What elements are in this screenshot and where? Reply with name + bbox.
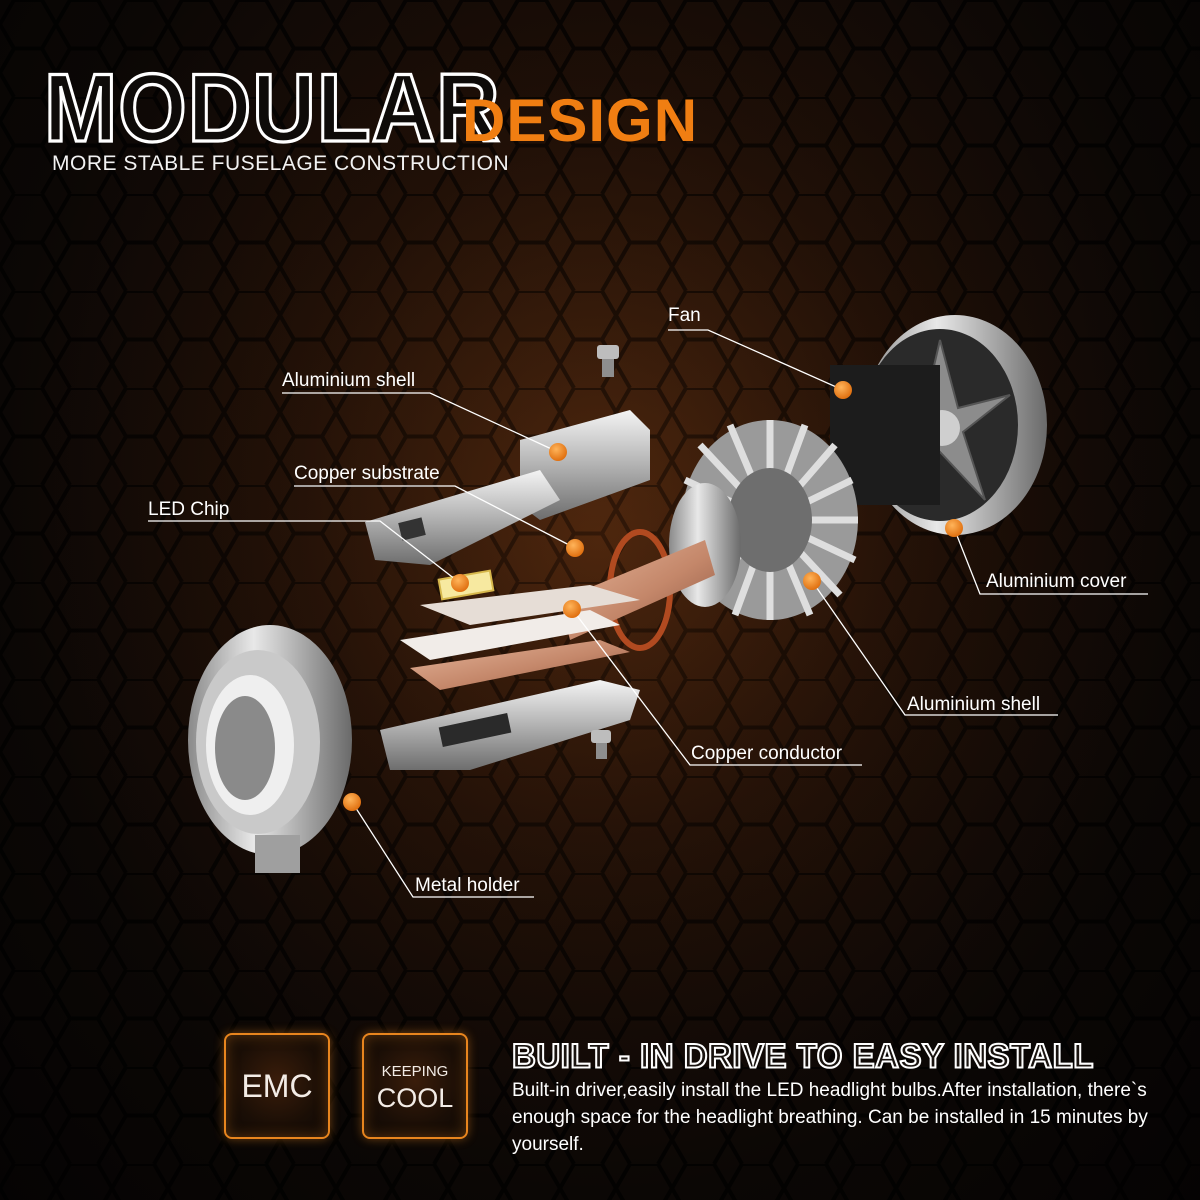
- callout-fan: Fan: [668, 305, 701, 326]
- orange-dot-marker: [451, 574, 469, 592]
- orange-dot-marker: [803, 572, 821, 590]
- metal-holder-part: [188, 625, 352, 873]
- orange-dot-marker: [563, 600, 581, 618]
- callout-copper-conductor: Copper conductor: [691, 743, 843, 764]
- orange-dot-marker: [549, 443, 567, 461]
- footer-description: Built-in driver,easily install the LED h…: [512, 1080, 1148, 1155]
- screw-icon: [597, 345, 619, 377]
- callout-copper-substrate: Copper substrate: [294, 463, 440, 484]
- callout-metal-holder: Metal holder: [415, 875, 520, 896]
- callout-aluminium-cover: Aluminium cover: [986, 571, 1127, 592]
- emc-label: EMC: [241, 1068, 313, 1104]
- aluminium-shell-lower-part: [380, 680, 640, 770]
- cool-label: COOL: [376, 1083, 454, 1113]
- callout-aluminium-shell-top: Aluminium shell: [282, 370, 416, 391]
- footer-heading: BUILT - IN DRIVE TO EASY INSTALL: [511, 1035, 1094, 1076]
- orange-dot-marker: [343, 793, 361, 811]
- callout-lines: [148, 329, 1148, 898]
- copper-conductor-part: [400, 540, 715, 690]
- fan-assembly: [607, 315, 1047, 651]
- orange-dot-marker: [834, 381, 852, 399]
- subtitle: MORE STABLE FUSELAGE CONSTRUCTION: [52, 152, 510, 175]
- orange-dot-marker: [566, 539, 584, 557]
- keeping-cool-badge: KEEPING COOL: [362, 1033, 468, 1139]
- aluminium-shell-upper-part: [365, 410, 650, 601]
- title-main: MODULAR: [43, 51, 502, 163]
- title-accent: DESIGN: [462, 87, 699, 154]
- orange-dot-marker: [945, 519, 963, 537]
- callout-aluminium-shell-right: Aluminium shell: [907, 694, 1041, 715]
- emc-badge: EMC: [224, 1033, 330, 1139]
- screw-icon: [591, 730, 611, 759]
- callout-led-chip: LED Chip: [148, 499, 230, 520]
- callout-markers: [343, 381, 963, 811]
- keeping-label: KEEPING: [381, 1063, 449, 1080]
